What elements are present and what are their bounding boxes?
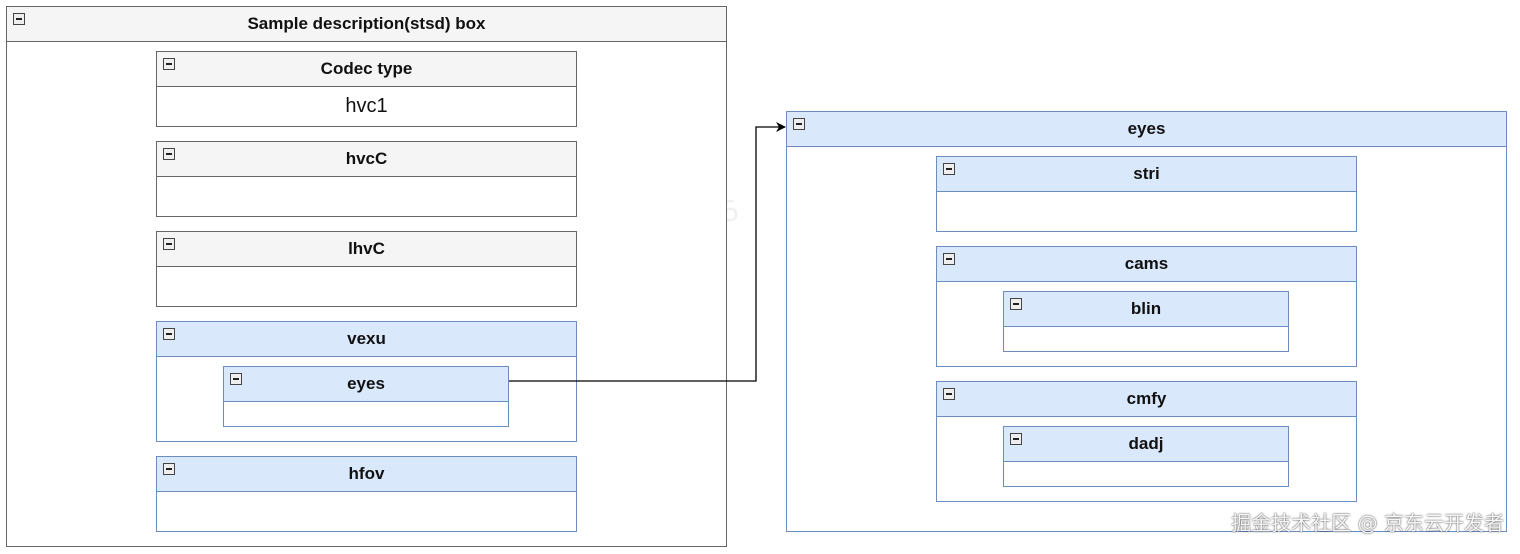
cmfy-title: cmfy (1126, 389, 1167, 408)
stsd-box-header: Sample description(stsd) box (7, 7, 726, 42)
hfov-title: hfov (348, 464, 385, 483)
collapse-icon[interactable] (163, 148, 175, 160)
collapse-icon[interactable] (1010, 433, 1022, 445)
codec-type-header: Codec type (157, 52, 576, 87)
stri-header: stri (937, 157, 1356, 192)
eyes-detail-title: eyes (1127, 119, 1166, 138)
collapse-icon[interactable] (943, 253, 955, 265)
blin-box[interactable]: blin (1003, 291, 1289, 352)
vexu-header: vexu (157, 322, 576, 357)
collapse-icon[interactable] (793, 118, 805, 130)
cams-header: cams (937, 247, 1356, 282)
codec-type-title: Codec type (320, 59, 413, 78)
hfov-header: hfov (157, 457, 576, 492)
blin-header: blin (1004, 292, 1288, 327)
cmfy-header: cmfy (937, 382, 1356, 417)
hfov-box[interactable]: hfov (156, 456, 577, 532)
hvcc-title: hvcC (345, 149, 388, 168)
collapse-icon[interactable] (943, 388, 955, 400)
stsd-box-title: Sample description(stsd) box (247, 14, 486, 33)
codec-type-box[interactable]: Codec type hvc1 (156, 51, 577, 127)
collapse-icon[interactable] (163, 238, 175, 250)
collapse-icon[interactable] (163, 58, 175, 70)
collapse-icon[interactable] (943, 163, 955, 175)
lhvc-header: lhvC (157, 232, 576, 267)
vexu-eyes-box[interactable]: eyes (223, 366, 509, 427)
hvcc-box[interactable]: hvcC (156, 141, 577, 217)
codec-type-value: hvc1 (345, 95, 388, 117)
dadj-box[interactable]: dadj (1003, 426, 1289, 487)
collapse-icon[interactable] (163, 328, 175, 340)
collapse-icon[interactable] (1010, 298, 1022, 310)
connector-arrow (509, 122, 786, 382)
hvcc-header: hvcC (157, 142, 576, 177)
collapse-icon[interactable] (163, 463, 175, 475)
stri-title: stri (1133, 164, 1160, 183)
blin-title: blin (1130, 299, 1162, 318)
vexu-eyes-header: eyes (224, 367, 508, 402)
eyes-detail-header: eyes (787, 112, 1506, 147)
collapse-icon[interactable] (13, 13, 25, 25)
corner-watermark: 掘金技术社区 @ 京东云开发者 (1231, 511, 1504, 535)
dadj-header: dadj (1004, 427, 1288, 462)
cams-title: cams (1124, 254, 1169, 273)
collapse-icon[interactable] (230, 373, 242, 385)
lhvc-title: lhvC (348, 239, 385, 258)
vexu-title: vexu (347, 329, 386, 348)
vexu-eyes-title: eyes (347, 374, 385, 393)
dadj-title: dadj (1128, 434, 1164, 453)
stri-box[interactable]: stri (936, 156, 1357, 232)
lhvc-box[interactable]: lhvC (156, 231, 577, 307)
